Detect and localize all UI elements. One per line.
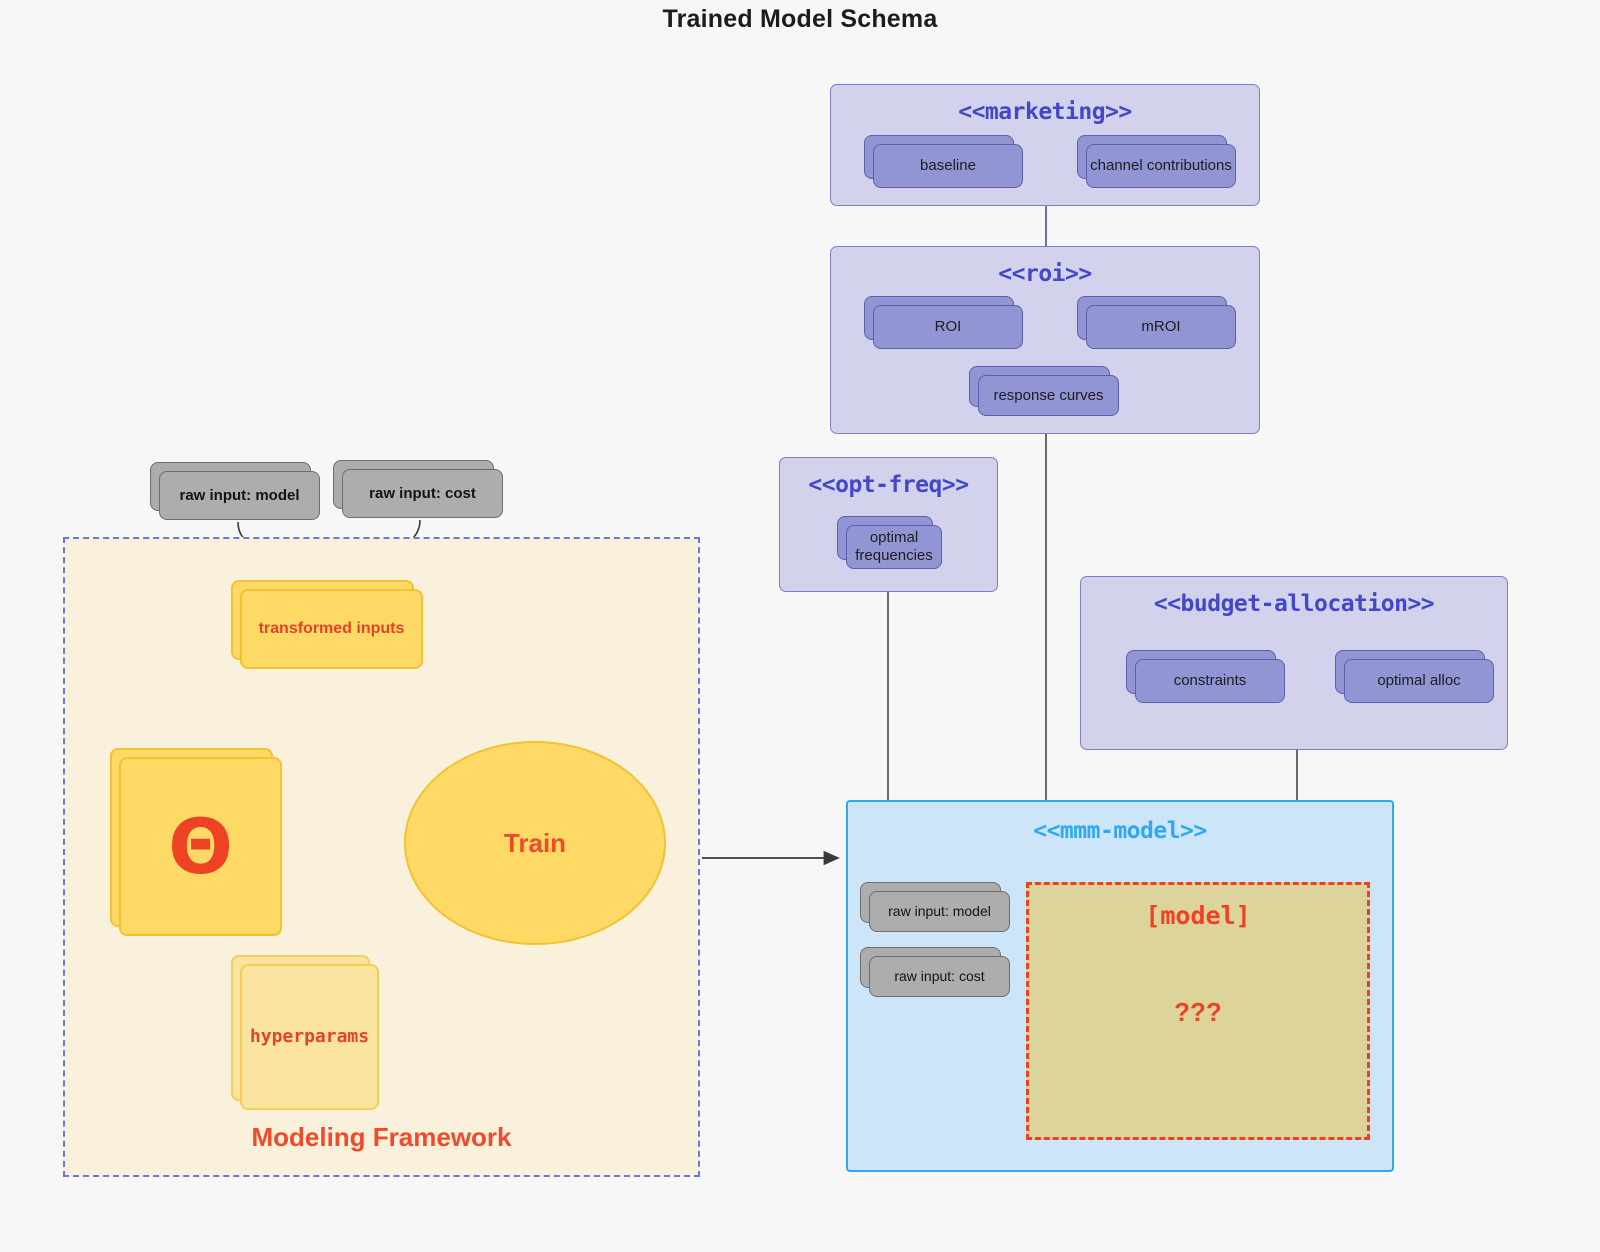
artifact-response-curves-label: response curves [978,375,1119,416]
transformed-inputs-card[interactable]: transformed inputs [231,580,423,669]
package-roi-title: <<roi>> [998,261,1092,287]
transformed-inputs-label: transformed inputs [240,589,423,669]
mmm-raw-input-model-card[interactable]: raw input: model [860,882,1010,932]
artifact-channel-contributions[interactable]: channel contributions [1077,135,1236,188]
artifact-roi-label: ROI [873,305,1023,349]
package-budget-allocation[interactable]: <<budget-allocation>> constraints optima… [1080,576,1508,750]
artifact-optimal-alloc[interactable]: optimal alloc [1335,650,1494,703]
package-budget-allocation-title: <<budget-allocation>> [1153,591,1435,617]
artifact-roi[interactable]: ROI [864,296,1023,349]
page-title: Trained Model Schema [662,5,938,33]
model-region-unknown: ??? [1174,997,1222,1027]
mmm-raw-input-model-label: raw input: model [869,891,1010,932]
train-node[interactable]: Train [404,741,666,945]
package-opt-freq[interactable]: <<opt-freq>> optimal frequencies [779,457,998,592]
artifact-constraints[interactable]: constraints [1126,650,1285,703]
package-marketing-title: <<marketing>> [958,99,1132,125]
theta-icon: Θ [168,801,233,891]
train-label: Train [503,827,567,858]
package-marketing[interactable]: <<marketing>> baseline channel contribut… [830,84,1260,206]
raw-input-model-card[interactable]: raw input: model [150,462,320,520]
artifact-optimal-frequencies-label: optimal frequencies [846,525,942,569]
artifact-response-curves[interactable]: response curves [969,366,1119,416]
artifact-constraints-label: constraints [1135,659,1285,703]
theta-card[interactable]: Θ [110,748,282,936]
raw-input-cost-card[interactable]: raw input: cost [333,460,503,518]
package-opt-freq-title: <<opt-freq>> [808,472,969,498]
mmm-raw-input-cost-label: raw input: cost [869,956,1010,997]
artifact-optimal-alloc-label: optimal alloc [1344,659,1494,703]
artifact-channel-contributions-label: channel contributions [1086,144,1236,188]
artifact-mroi[interactable]: mROI [1077,296,1236,349]
hyperparams-label: hyperparams [240,964,379,1110]
artifact-mroi-label: mROI [1086,305,1236,349]
raw-input-model-label: raw input: model [159,471,320,520]
artifact-optimal-frequencies[interactable]: optimal frequencies [837,516,942,569]
model-region-label: [model] [1145,901,1251,930]
theta-symbol-container: Θ [119,757,282,936]
modeling-framework-label: Modeling Framework [251,1122,512,1152]
package-roi[interactable]: <<roi>> ROI mROI response curves [830,246,1260,434]
model-region[interactable]: [model] ??? [1026,882,1370,1140]
raw-input-cost-label: raw input: cost [342,469,503,518]
hyperparams-card[interactable]: hyperparams [231,955,379,1110]
artifact-baseline[interactable]: baseline [864,135,1023,188]
artifact-baseline-label: baseline [873,144,1023,188]
package-mmm-model-title: <<mmm-model>> [1033,818,1207,844]
mmm-raw-input-cost-card[interactable]: raw input: cost [860,947,1010,997]
